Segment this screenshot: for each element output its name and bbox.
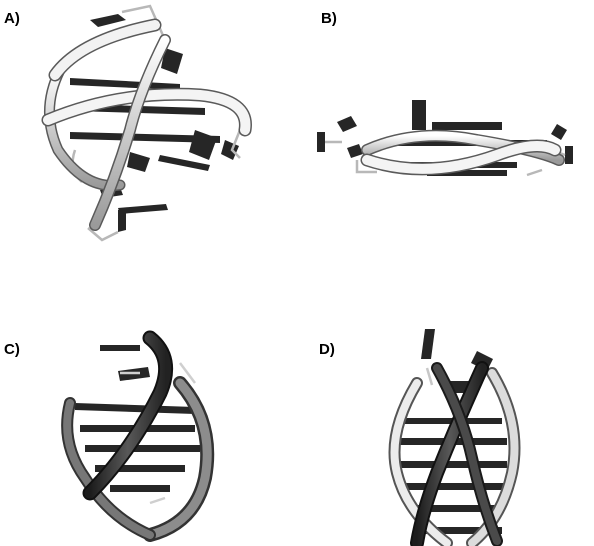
- panel-d: D): [297, 273, 594, 546]
- panel-b-backbone: [360, 129, 565, 176]
- panel-a-label: A): [4, 10, 20, 27]
- panel-b-label: B): [321, 10, 337, 27]
- panel-c-bases: [75, 345, 200, 492]
- panel-a-backbone: [41, 18, 252, 231]
- panel-c-structure: [61, 330, 215, 542]
- panel-b: B): [297, 0, 594, 273]
- panel-c-label: C): [4, 341, 20, 358]
- panel-c: C): [0, 273, 297, 546]
- panel-d-backbone: [388, 361, 521, 546]
- panel-a-structure: [41, 4, 252, 242]
- panel-c-backbone: [61, 330, 215, 542]
- panel-c-connectors: [120, 362, 196, 505]
- panel-d-structure: [388, 329, 521, 546]
- panel-a: A): [0, 0, 297, 273]
- panel-b-structure: [317, 100, 573, 177]
- panel-d-label: D): [319, 341, 335, 358]
